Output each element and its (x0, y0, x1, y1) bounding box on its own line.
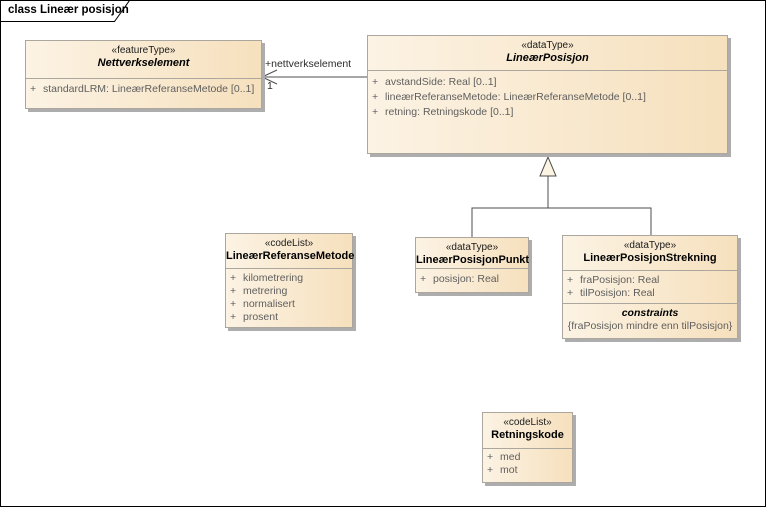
diagram-title: class Lineær posisjon (8, 4, 129, 16)
constraints-label: constraints (621, 307, 679, 319)
attribute-row: + lineærReferanseMetode: LineærReferanse… (368, 90, 727, 105)
attribute-text: lineærReferanseMetode: LineærReferanseMe… (385, 91, 646, 103)
attribute-text: tilPosisjon: Real (580, 287, 655, 299)
visibility-marker: + (372, 76, 379, 88)
attribute-text: retning: Retningskode [0..1] (385, 106, 514, 118)
attribute-compartment: + standardLRM: LineærReferanseMetode [0.… (26, 79, 261, 96)
visibility-marker: + (230, 272, 237, 284)
stereotype-label: «codeList» (264, 238, 314, 249)
stereotype-label: «featureType» (111, 45, 176, 56)
association-connector[interactable] (260, 69, 367, 85)
generalization-connector[interactable] (471, 155, 652, 237)
attribute-row: + prosent (226, 311, 352, 324)
stereotype-label: «dataType» (623, 240, 677, 251)
attribute-text: mot (500, 464, 518, 476)
class-name: LineærPosisjonPunkt (416, 254, 530, 266)
visibility-marker: + (372, 91, 379, 103)
visibility-marker: + (230, 298, 237, 310)
attribute-text: metrering (243, 285, 288, 297)
class-header: «dataType» LineærPosisjonStrekning (563, 236, 737, 271)
visibility-marker: + (567, 274, 574, 286)
attribute-text: avstandSide: Real [0..1] (385, 76, 497, 88)
constraint-text: {fraPosisjon mindre enn tilPosisjon} (567, 320, 733, 332)
class-name: LineærPosisjonStrekning (583, 252, 717, 264)
attribute-compartment: + kilometrering + metrering + normaliser… (226, 269, 352, 324)
class-box-linearposisjonpunkt[interactable]: «dataType» LineærPosisjonPunkt + posisjo… (415, 237, 529, 293)
stereotype-label: «dataType» (445, 242, 499, 253)
attribute-row: + tilPosisjon: Real (563, 287, 737, 300)
constraints-compartment: constraints {fraPosisjon mindre enn tilP… (563, 304, 737, 333)
visibility-marker: + (487, 451, 494, 463)
association-multiplicity: 1 (267, 80, 273, 92)
attribute-row: + kilometrering (226, 272, 352, 285)
association-role-label: +nettverkselement (265, 58, 352, 70)
attribute-compartment: + avstandSide: Real [0..1] + lineærRefer… (368, 71, 727, 120)
class-box-nettverkselement[interactable]: «featureType» Nettverkselement + standar… (25, 40, 262, 109)
class-name: Nettverkselement (97, 57, 190, 69)
attribute-row: + posisjon: Real (416, 273, 528, 286)
generalization-arrowhead (539, 155, 557, 177)
class-name: LineærReferanseMetode (226, 250, 355, 262)
attribute-text: posisjon: Real (433, 273, 499, 285)
class-header: «codeList» Retningskode (483, 413, 572, 449)
visibility-marker: + (487, 464, 494, 476)
attribute-row: + metrering (226, 285, 352, 298)
class-header: «codeList» LineærReferanseMetode (226, 234, 355, 269)
attribute-compartment: + fraPosisjon: Real + tilPosisjon: Real (563, 271, 737, 304)
attribute-compartment: + med + mot (483, 449, 572, 477)
attribute-row: + standardLRM: LineærReferanseMetode [0.… (26, 83, 261, 96)
attribute-row: + fraPosisjon: Real (563, 274, 737, 287)
class-header: «dataType» LineærPosisjonPunkt (416, 238, 530, 269)
attribute-compartment: + posisjon: Real (416, 269, 528, 286)
visibility-marker: + (372, 106, 379, 118)
attribute-row: + mot (483, 464, 572, 477)
class-box-linearposisjon[interactable]: «dataType» LineærPosisjon + avstandSide:… (367, 35, 728, 154)
attribute-text: med (500, 451, 521, 463)
visibility-marker: + (30, 83, 37, 95)
visibility-marker: + (567, 287, 574, 299)
class-header: «dataType» LineærPosisjon (368, 36, 727, 71)
attribute-row: + avstandSide: Real [0..1] (368, 75, 727, 90)
stereotype-label: «dataType» (521, 40, 574, 51)
attribute-text: fraPosisjon: Real (580, 274, 660, 286)
attribute-row: + med (483, 451, 572, 464)
class-header: «featureType» Nettverkselement (26, 41, 261, 79)
attribute-text: prosent (243, 311, 279, 323)
attribute-text: standardLRM: LineærReferanseMetode [0..1… (43, 83, 255, 95)
class-name: LineærPosisjon (506, 52, 589, 64)
class-box-linearreferansemetode[interactable]: «codeList» LineærReferanseMetode + kilom… (225, 233, 355, 328)
attribute-text: kilometrering (243, 272, 304, 284)
attribute-row: + retning: Retningskode [0..1] (368, 105, 727, 120)
stereotype-label: «codeList» (503, 417, 552, 428)
class-box-retningskode[interactable]: «codeList» Retningskode + med + mot (482, 412, 573, 483)
attribute-row: + normalisert (226, 298, 352, 311)
attribute-text: normalisert (243, 298, 295, 310)
class-name: Retningskode (491, 429, 564, 441)
visibility-marker: + (230, 311, 237, 323)
class-box-linearposisjonstrekning[interactable]: «dataType» LineærPosisjonStrekning + fra… (562, 235, 738, 339)
visibility-marker: + (230, 285, 237, 297)
visibility-marker: + (420, 273, 427, 285)
